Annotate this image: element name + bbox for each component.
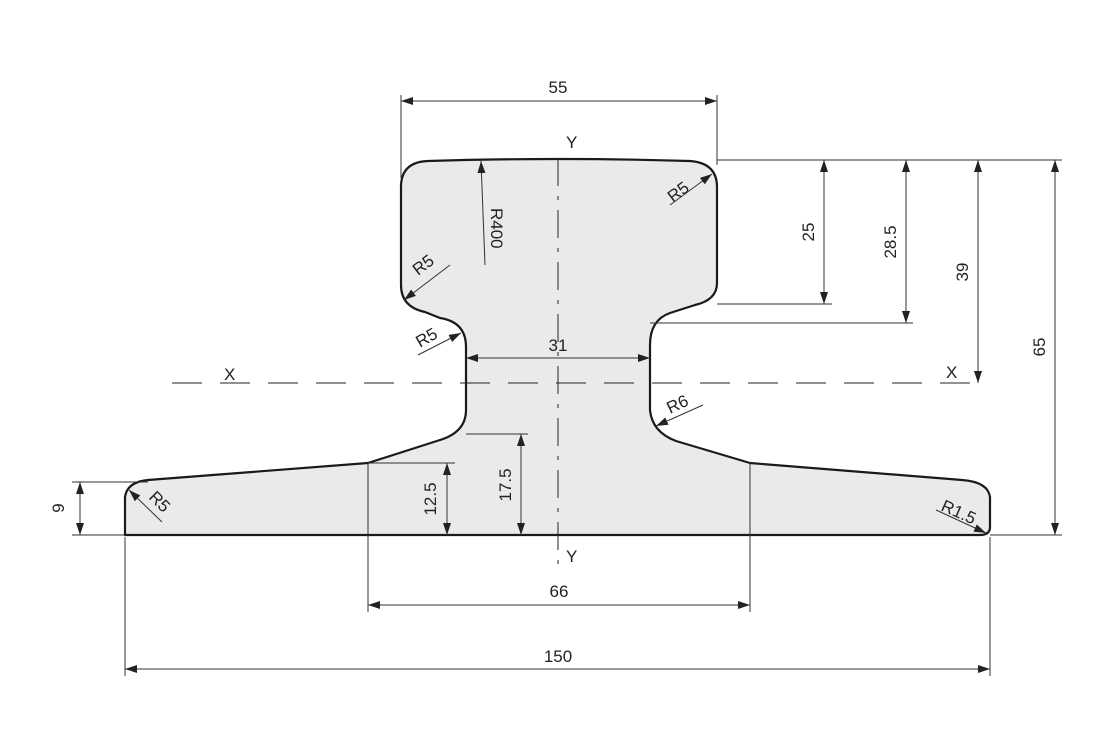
y-axis-label-bottom: Y <box>566 547 577 566</box>
svg-text:150: 150 <box>544 647 572 666</box>
radius-web-top-left: R5 <box>413 324 462 356</box>
svg-text:25: 25 <box>799 223 818 242</box>
svg-text:R6: R6 <box>664 391 692 417</box>
svg-text:66: 66 <box>550 582 569 601</box>
dim-overall-width: 150 <box>124 537 991 676</box>
svg-text:12.5: 12.5 <box>421 482 440 515</box>
svg-text:55: 55 <box>549 78 568 97</box>
dim-overall-height: 65 <box>990 160 1062 536</box>
dim-neutral-axis: 39 <box>953 160 982 383</box>
x-axis-label-left: X <box>224 365 235 384</box>
svg-text:R400: R400 <box>487 208 506 249</box>
svg-text:28.5: 28.5 <box>881 225 900 258</box>
svg-text:R5: R5 <box>413 324 441 351</box>
dim-web-bottom-height: 17.5 <box>466 433 528 535</box>
dim-foot-thickness: 9 <box>49 481 148 536</box>
dim-head-width: 55 <box>400 78 718 178</box>
dim-foot-height: 12.5 <box>368 462 455 535</box>
svg-text:17.5: 17.5 <box>496 468 515 501</box>
svg-text:65: 65 <box>1030 338 1049 357</box>
svg-text:31: 31 <box>549 336 568 355</box>
dim-head-underside: 28.5 <box>650 160 913 324</box>
y-axis-label-top: Y <box>566 133 577 152</box>
dim-base-center-width: 66 <box>367 463 751 612</box>
svg-text:9: 9 <box>49 503 68 512</box>
rail-section-outline <box>123 157 992 537</box>
radius-web-bottom-right: R6 <box>655 391 704 427</box>
dim-head-depth: 25 <box>717 159 1062 305</box>
dim-web-width: 31 <box>466 336 650 362</box>
svg-text:39: 39 <box>953 263 972 282</box>
x-axis-label-right: X <box>946 363 957 382</box>
radius-crown: R400 <box>477 160 506 266</box>
